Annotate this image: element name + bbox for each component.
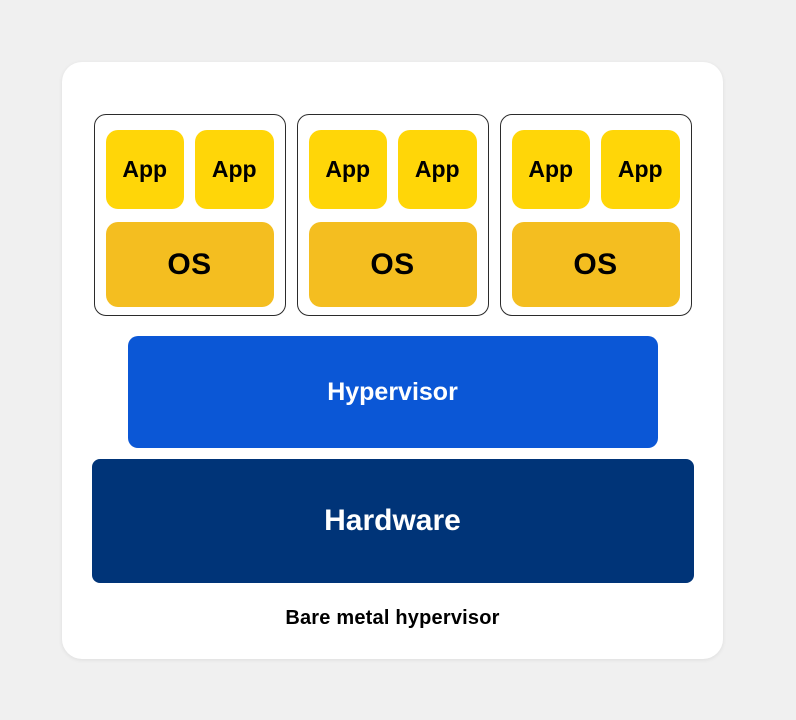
vm-box-1: App App OS (93, 114, 286, 316)
hardware-label: Hardware (324, 504, 461, 537)
vm-box-3: App App OS (499, 114, 692, 316)
vm-row: App App OS App App OS App App OS (93, 62, 692, 316)
app-box: App (601, 130, 680, 209)
vm-box-2: App App OS (296, 114, 489, 316)
app-box: App (195, 130, 274, 209)
app-row: App App (511, 130, 680, 209)
hardware-bar: Hardware (91, 459, 694, 583)
hypervisor-bar: Hypervisor (127, 336, 658, 448)
app-box: App (511, 130, 590, 209)
app-box: App (398, 130, 477, 209)
os-box: OS (308, 222, 477, 307)
app-box: App (308, 130, 387, 209)
app-box: App (105, 130, 184, 209)
diagram-caption: Bare metal hypervisor (285, 607, 500, 629)
app-row: App App (105, 130, 274, 209)
diagram-card: App App OS App App OS App App OS Hypervi… (62, 62, 723, 659)
os-box: OS (105, 222, 274, 307)
os-box: OS (511, 222, 680, 307)
app-row: App App (308, 130, 477, 209)
hypervisor-label: Hypervisor (327, 377, 458, 406)
